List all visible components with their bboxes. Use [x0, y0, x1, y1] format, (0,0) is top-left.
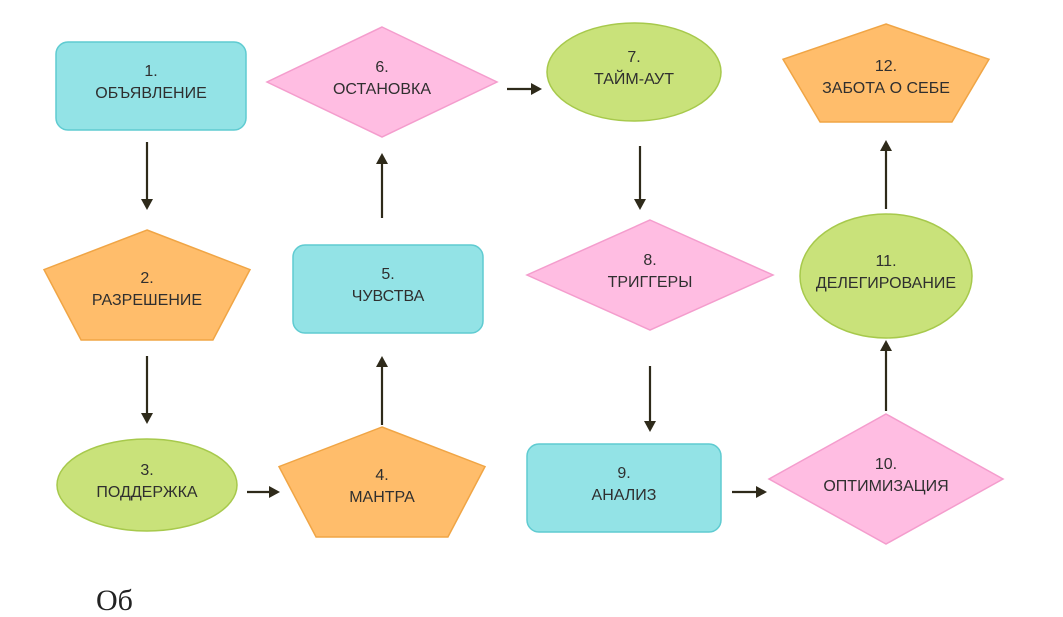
node-n9: 9. АНАЛИЗ — [526, 443, 722, 533]
arrow-head — [376, 153, 388, 164]
ellipse-shape — [799, 213, 973, 339]
node-label: ПОДДЕРЖКА — [96, 484, 198, 501]
arrow-n4-n5 — [376, 356, 388, 425]
node-label: МАНТРА — [349, 489, 415, 506]
node-label: ТРИГГЕРЫ — [608, 274, 693, 291]
pentagon-shape — [277, 426, 487, 538]
node-label: ОПТИМИЗАЦИЯ — [823, 478, 948, 495]
node-number: 1. — [144, 63, 157, 80]
arrow-head — [644, 421, 656, 432]
flowchart-diagram: 1. ОБЪЯВЛЕНИЕ 2. РАЗРЕШЕНИЕ 3. ПОДДЕРЖКА 4. МАН… — [42, 22, 1005, 545]
node-number: 4. — [375, 467, 388, 484]
node-number: 11. — [875, 253, 896, 270]
node-n6: 6. ОСТАНОВКА — [265, 26, 499, 138]
arrow-n2-n3 — [141, 356, 153, 424]
diamond-shape — [767, 413, 1005, 545]
node-n11: 11. ДЕЛЕГИРОВАНИЕ — [799, 213, 973, 339]
node-n4: 4. МАНТРА — [277, 426, 487, 538]
arrow-head — [880, 140, 892, 151]
arrow-head — [269, 486, 280, 498]
arrow-n6-n7 — [507, 83, 542, 95]
node-number: 12. — [875, 58, 897, 75]
node-n5: 5. ЧУВСТВА — [292, 244, 484, 334]
node-number: 9. — [617, 465, 630, 482]
node-label: РАЗРЕШЕНИЕ — [92, 292, 202, 309]
arrow-n11-n12 — [880, 140, 892, 209]
caption-text: Об — [96, 584, 133, 617]
pentagon-shape — [42, 229, 252, 341]
rounded-rect-shape — [55, 41, 247, 131]
arrow-head — [141, 199, 153, 210]
node-n7: 7. ТАЙМ-АУТ — [546, 22, 722, 122]
pentagon-shape — [781, 23, 991, 123]
arrow-n5-n6 — [376, 153, 388, 218]
diamond-shape — [265, 26, 499, 138]
arrow-head — [634, 199, 646, 210]
node-label: ЗАБОТА О СЕБЕ — [822, 80, 950, 97]
arrow-head — [376, 356, 388, 367]
arrow-n3-n4 — [247, 486, 280, 498]
rounded-rect-shape — [526, 443, 722, 533]
diamond-shape — [525, 219, 775, 331]
arrow-n8-n9 — [644, 366, 656, 432]
node-n2: 2. РАЗРЕШЕНИЕ — [42, 229, 252, 341]
node-label: ТАЙМ-АУТ — [594, 69, 674, 88]
arrow-n1-n2 — [141, 142, 153, 210]
edges-layer — [141, 83, 892, 498]
node-n10: 10. ОПТИМИЗАЦИЯ — [767, 413, 1005, 545]
node-label: ОБЪЯВЛЕНИЕ — [95, 85, 207, 102]
ellipse-shape — [56, 438, 238, 532]
rounded-rect-shape — [292, 244, 484, 334]
node-number: 10. — [875, 456, 897, 473]
node-label: АНАЛИЗ — [592, 487, 657, 504]
node-number: 2. — [140, 270, 153, 287]
arrow-n10-n11 — [880, 340, 892, 411]
arrow-n9-n10 — [732, 486, 767, 498]
node-n1: 1. ОБЪЯВЛЕНИЕ — [55, 41, 247, 131]
node-label: ОСТАНОВКА — [333, 81, 431, 98]
node-number: 7. — [627, 49, 640, 66]
ellipse-shape — [546, 22, 722, 122]
arrow-head — [141, 413, 153, 424]
node-n12: 12. ЗАБОТА О СЕБЕ — [781, 23, 991, 123]
node-number: 6. — [375, 59, 388, 76]
node-number: 5. — [381, 266, 394, 283]
node-n3: 3. ПОДДЕРЖКА — [56, 438, 238, 532]
arrow-n7-n8 — [634, 146, 646, 210]
node-label: ЧУВСТВА — [352, 288, 425, 305]
node-label: ДЕЛЕГИРОВАНИЕ — [816, 275, 956, 292]
arrow-head — [531, 83, 542, 95]
arrow-head — [756, 486, 767, 498]
arrow-head — [880, 340, 892, 351]
node-number: 8. — [643, 252, 656, 269]
nodes-layer: 1. ОБЪЯВЛЕНИЕ 2. РАЗРЕШЕНИЕ 3. ПОДДЕРЖКА 4. МАН… — [42, 22, 1005, 545]
node-n8: 8. ТРИГГЕРЫ — [525, 219, 775, 331]
node-number: 3. — [140, 462, 153, 479]
